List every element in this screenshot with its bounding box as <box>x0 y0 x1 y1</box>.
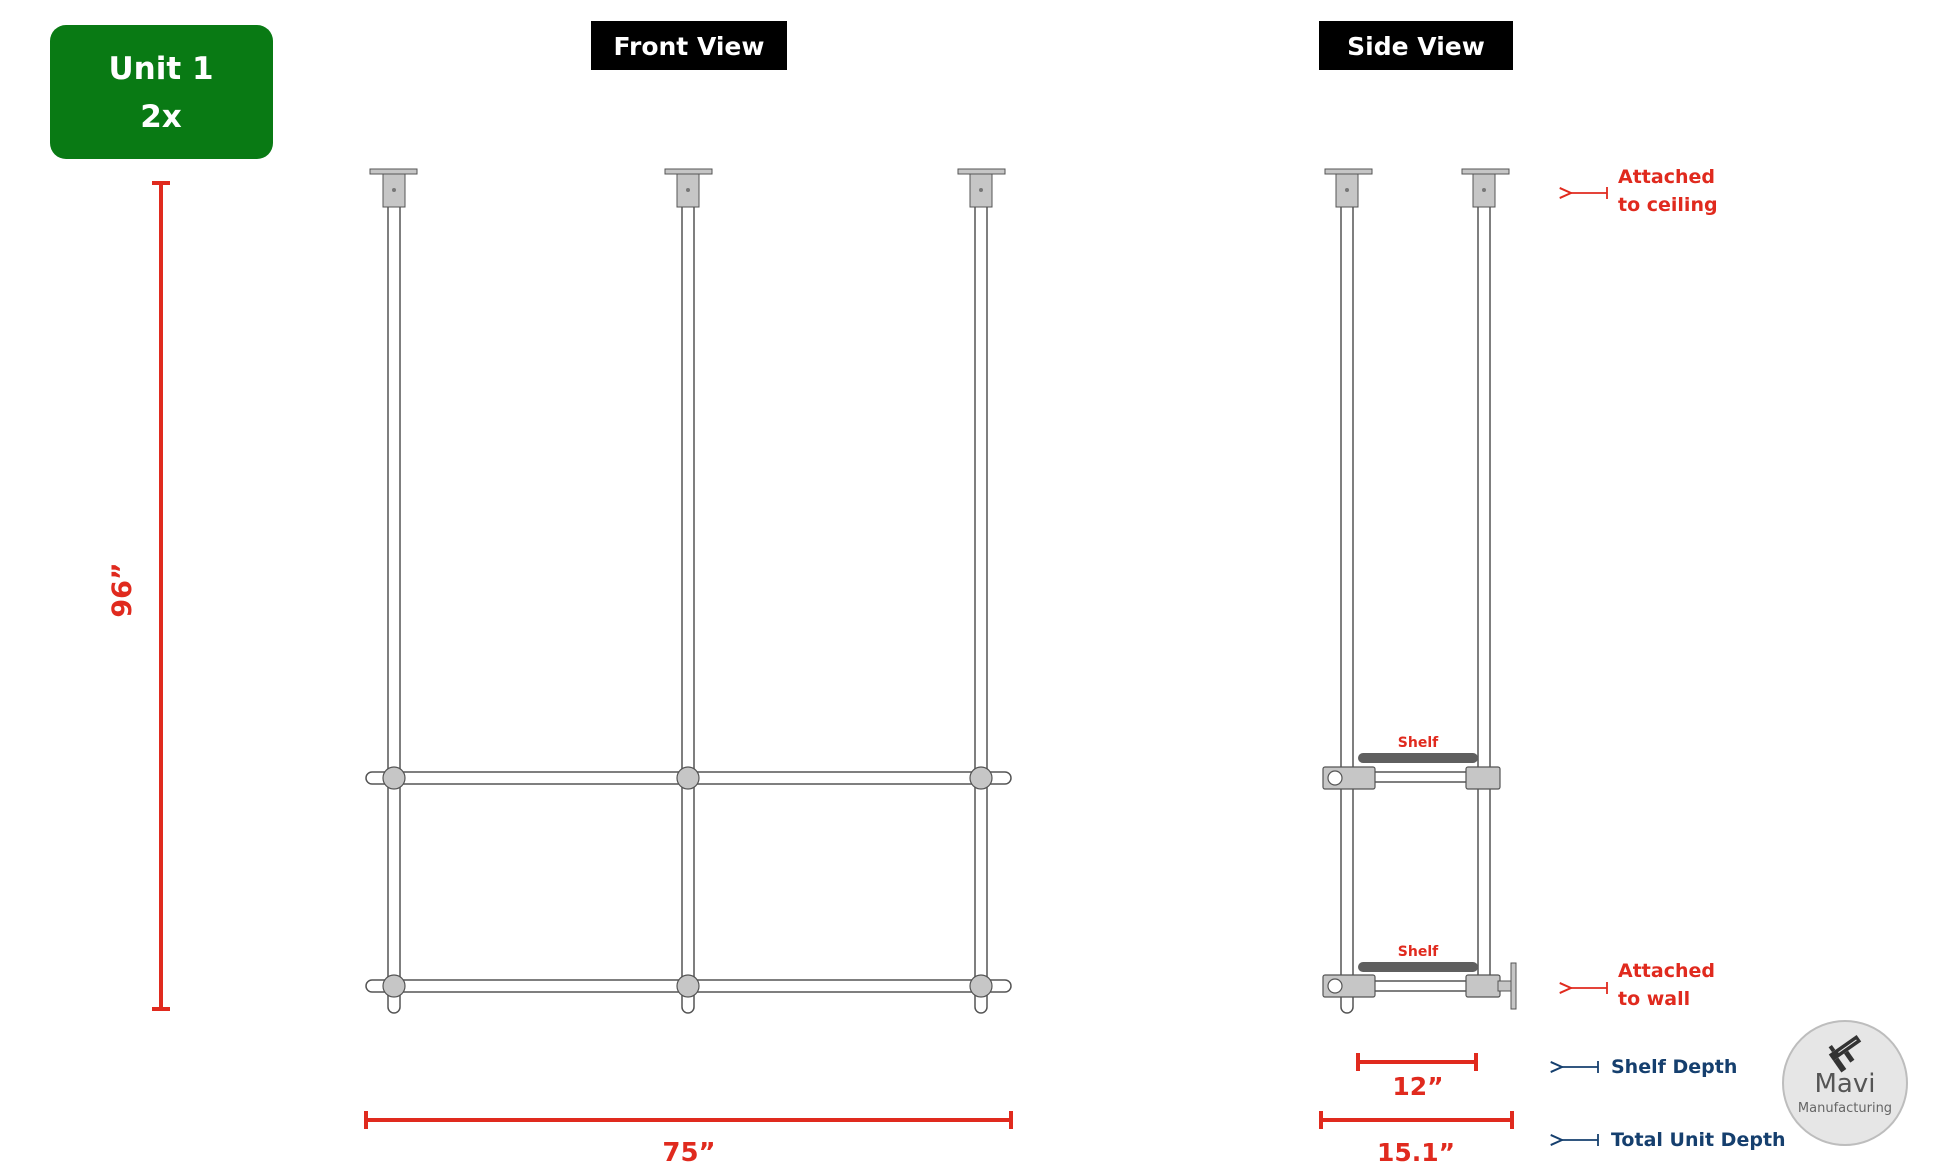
shelf-depth-dimension: 12” <box>1356 1053 1478 1101</box>
side-fitting-upper-front-hole <box>1327 770 1343 786</box>
side-view-label-text: Side View <box>1347 32 1485 61</box>
height-dimension: 96” <box>107 181 170 1011</box>
width-dimension-label: 75” <box>662 1138 715 1168</box>
front-ceiling-flange-right <box>957 168 1006 208</box>
total-depth-annotation-label: Total Unit Depth <box>1611 1129 1786 1151</box>
side-wall-connector <box>1497 980 1512 992</box>
logo-circle <box>1782 1020 1908 1146</box>
wall-annotation-line2: to wall <box>1618 988 1690 1010</box>
side-ceiling-flange-back <box>1461 168 1510 208</box>
caliper-icon <box>1828 1034 1862 1073</box>
shelf-depth-value: 12” <box>1392 1072 1443 1101</box>
front-ceiling-flange-center <box>664 168 713 208</box>
unit-quantity: 2x <box>140 99 182 135</box>
wall-annotation-line1: Attached <box>1618 960 1715 982</box>
side-fitting-lower-back <box>1465 974 1501 998</box>
front-fitting-upper-right <box>969 766 993 790</box>
shelf-board-upper <box>1358 753 1478 763</box>
front-fitting-upper-center <box>676 766 700 790</box>
total-depth-value: 15.1” <box>1377 1138 1455 1167</box>
total-depth-annotation: Total Unit Depth <box>1562 1129 1786 1151</box>
side-view-label: Side View <box>1319 21 1513 70</box>
front-view <box>365 168 1012 1014</box>
shelf-depth-annotation: Shelf Depth <box>1562 1056 1737 1078</box>
shelf-board-lower <box>1358 962 1478 972</box>
front-view-label-background <box>591 21 787 70</box>
front-fitting-lower-left <box>382 974 406 998</box>
front-post-right <box>974 199 988 1014</box>
shelf-depth-annotation-label: Shelf Depth <box>1611 1056 1737 1078</box>
shelf-label-upper: Shelf <box>1398 735 1439 751</box>
front-view-label-text: Front View <box>614 32 765 61</box>
front-fitting-lower-right <box>969 974 993 998</box>
ceiling-annotation-line2: to ceiling <box>1618 194 1718 216</box>
ceiling-annotation-line1: Attached <box>1618 166 1715 188</box>
side-fitting-lower-front-hole <box>1327 978 1343 994</box>
side-view-label-background <box>1319 21 1513 70</box>
mavi-logo: Mavi Manufacturing <box>1782 1020 1908 1146</box>
front-fitting-lower-center <box>676 974 700 998</box>
side-view: Shelf Shelf <box>1322 168 1517 1014</box>
width-dimension: 75” <box>364 1111 1013 1168</box>
unit-title: Unit 1 <box>108 51 213 87</box>
logo-subtitle: Manufacturing <box>1798 1101 1892 1116</box>
front-post-left <box>387 199 401 1014</box>
side-post-front <box>1340 199 1354 1014</box>
side-fitting-upper-back <box>1465 766 1501 790</box>
total-depth-dimension: 15.1” <box>1319 1111 1514 1167</box>
side-ceiling-flange-front <box>1324 168 1373 208</box>
unit-badge: Unit 1 2x <box>50 25 273 159</box>
side-wall-flange <box>1510 962 1517 1010</box>
front-ceiling-flange-left <box>369 168 418 208</box>
front-post-center <box>681 199 695 1014</box>
wall-annotation: Attached to wall <box>1571 960 1715 1010</box>
front-fitting-upper-left <box>382 766 406 790</box>
logo-name: Mavi <box>1815 1069 1876 1099</box>
unit-badge-background <box>50 25 273 159</box>
side-post-back <box>1477 199 1491 991</box>
ceiling-annotation: Attached to ceiling <box>1571 166 1718 216</box>
height-dimension-label: 96” <box>107 562 138 617</box>
shelf-label-lower: Shelf <box>1398 944 1439 960</box>
front-view-label: Front View <box>591 21 787 70</box>
